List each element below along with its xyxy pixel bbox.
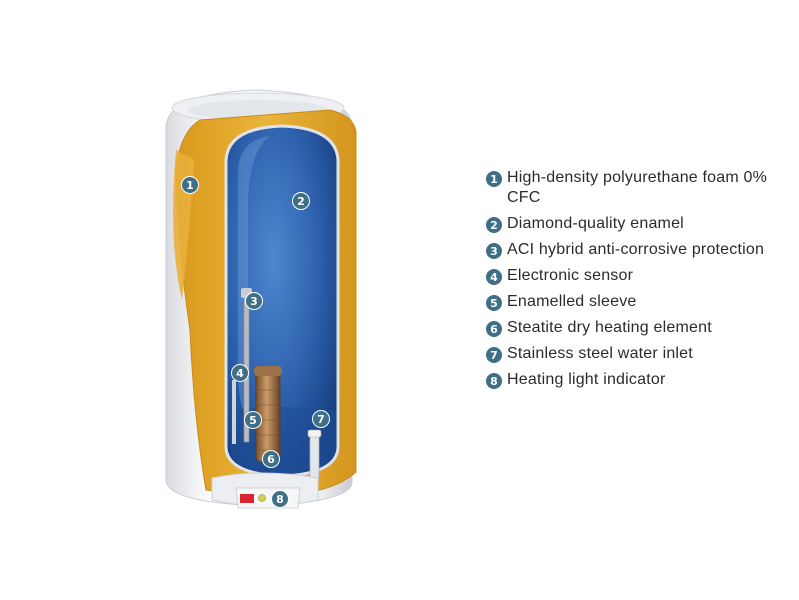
legend-item: 2 Diamond-quality enamel xyxy=(486,214,786,234)
marker-6: 6 xyxy=(262,450,280,468)
water-inlet-pipe xyxy=(309,433,320,481)
legend-number-badge: 5 xyxy=(486,295,502,311)
marker-number: 6 xyxy=(267,453,275,466)
marker-circle xyxy=(181,176,199,194)
legend-text: ACI hybrid anti-corrosive protection xyxy=(507,241,765,258)
marker-circle xyxy=(245,292,263,310)
legend-number-badge: 6 xyxy=(486,321,502,337)
marker-number: 3 xyxy=(250,295,258,308)
marker-1: 1 xyxy=(181,176,199,194)
marker-circle xyxy=(271,490,289,508)
legend-item: 5 Enamelled sleeve xyxy=(486,292,786,312)
marker-number: 5 xyxy=(249,414,257,427)
legend-item: 8 Heating light indicator xyxy=(486,370,786,390)
sensor-probe xyxy=(232,380,236,444)
marker-7: 7 xyxy=(312,410,330,428)
legend-number-badge: 1 xyxy=(486,171,502,187)
marker-circle xyxy=(244,411,262,429)
marker-4: 4 xyxy=(231,364,249,382)
legend-item: 3 ACI hybrid anti-corrosive protection xyxy=(486,240,786,260)
marker-number: 4 xyxy=(236,367,244,380)
water-inlet-cap xyxy=(307,429,322,438)
marker-number: 7 xyxy=(317,413,325,426)
legend-item: 6 Steatite dry heating element xyxy=(486,318,786,338)
legend-text: Steatite dry heating element xyxy=(507,319,712,336)
legend-text: Stainless steel water inlet xyxy=(507,345,693,362)
sleeve-cap xyxy=(254,366,282,376)
legend-text: Enamelled sleeve xyxy=(507,293,637,310)
legend-item: 4 Electronic sensor xyxy=(486,266,786,286)
inner-tank xyxy=(224,124,340,478)
marker-3: 3 xyxy=(245,292,263,310)
marker-number: 2 xyxy=(297,195,305,208)
marker-circle xyxy=(262,450,280,468)
marker-2: 2 xyxy=(292,192,310,210)
legend-text: Electronic sensor xyxy=(507,267,634,284)
legend-item: 1 High-density polyurethane foam 0% CFC xyxy=(486,168,786,208)
marker-circle xyxy=(312,410,330,428)
marker-circle xyxy=(292,192,310,210)
legend-text: High-density polyurethane foam 0% CFC xyxy=(507,169,768,206)
marker-circle xyxy=(231,364,249,382)
marker-number: 8 xyxy=(276,493,284,506)
legend-number-badge: 7 xyxy=(486,347,502,363)
marker-8: 8 xyxy=(271,490,289,508)
legend-text: Diamond-quality enamel xyxy=(507,215,684,232)
diagram-markers: 1 2 3 4 5 6 7 8 xyxy=(181,176,330,508)
legend-text: Heating light indicator xyxy=(507,371,666,388)
legend-number-badge: 3 xyxy=(486,243,502,259)
marker-5: 5 xyxy=(244,411,262,429)
legend-number-badge: 8 xyxy=(486,373,502,389)
legend-item: 7 Stainless steel water inlet xyxy=(486,344,786,364)
legend-number-badge: 4 xyxy=(486,269,502,285)
marker-number: 1 xyxy=(186,179,194,192)
indicator-light xyxy=(258,494,266,502)
brand-logo xyxy=(240,494,254,503)
legend-number-badge: 2 xyxy=(486,217,502,233)
